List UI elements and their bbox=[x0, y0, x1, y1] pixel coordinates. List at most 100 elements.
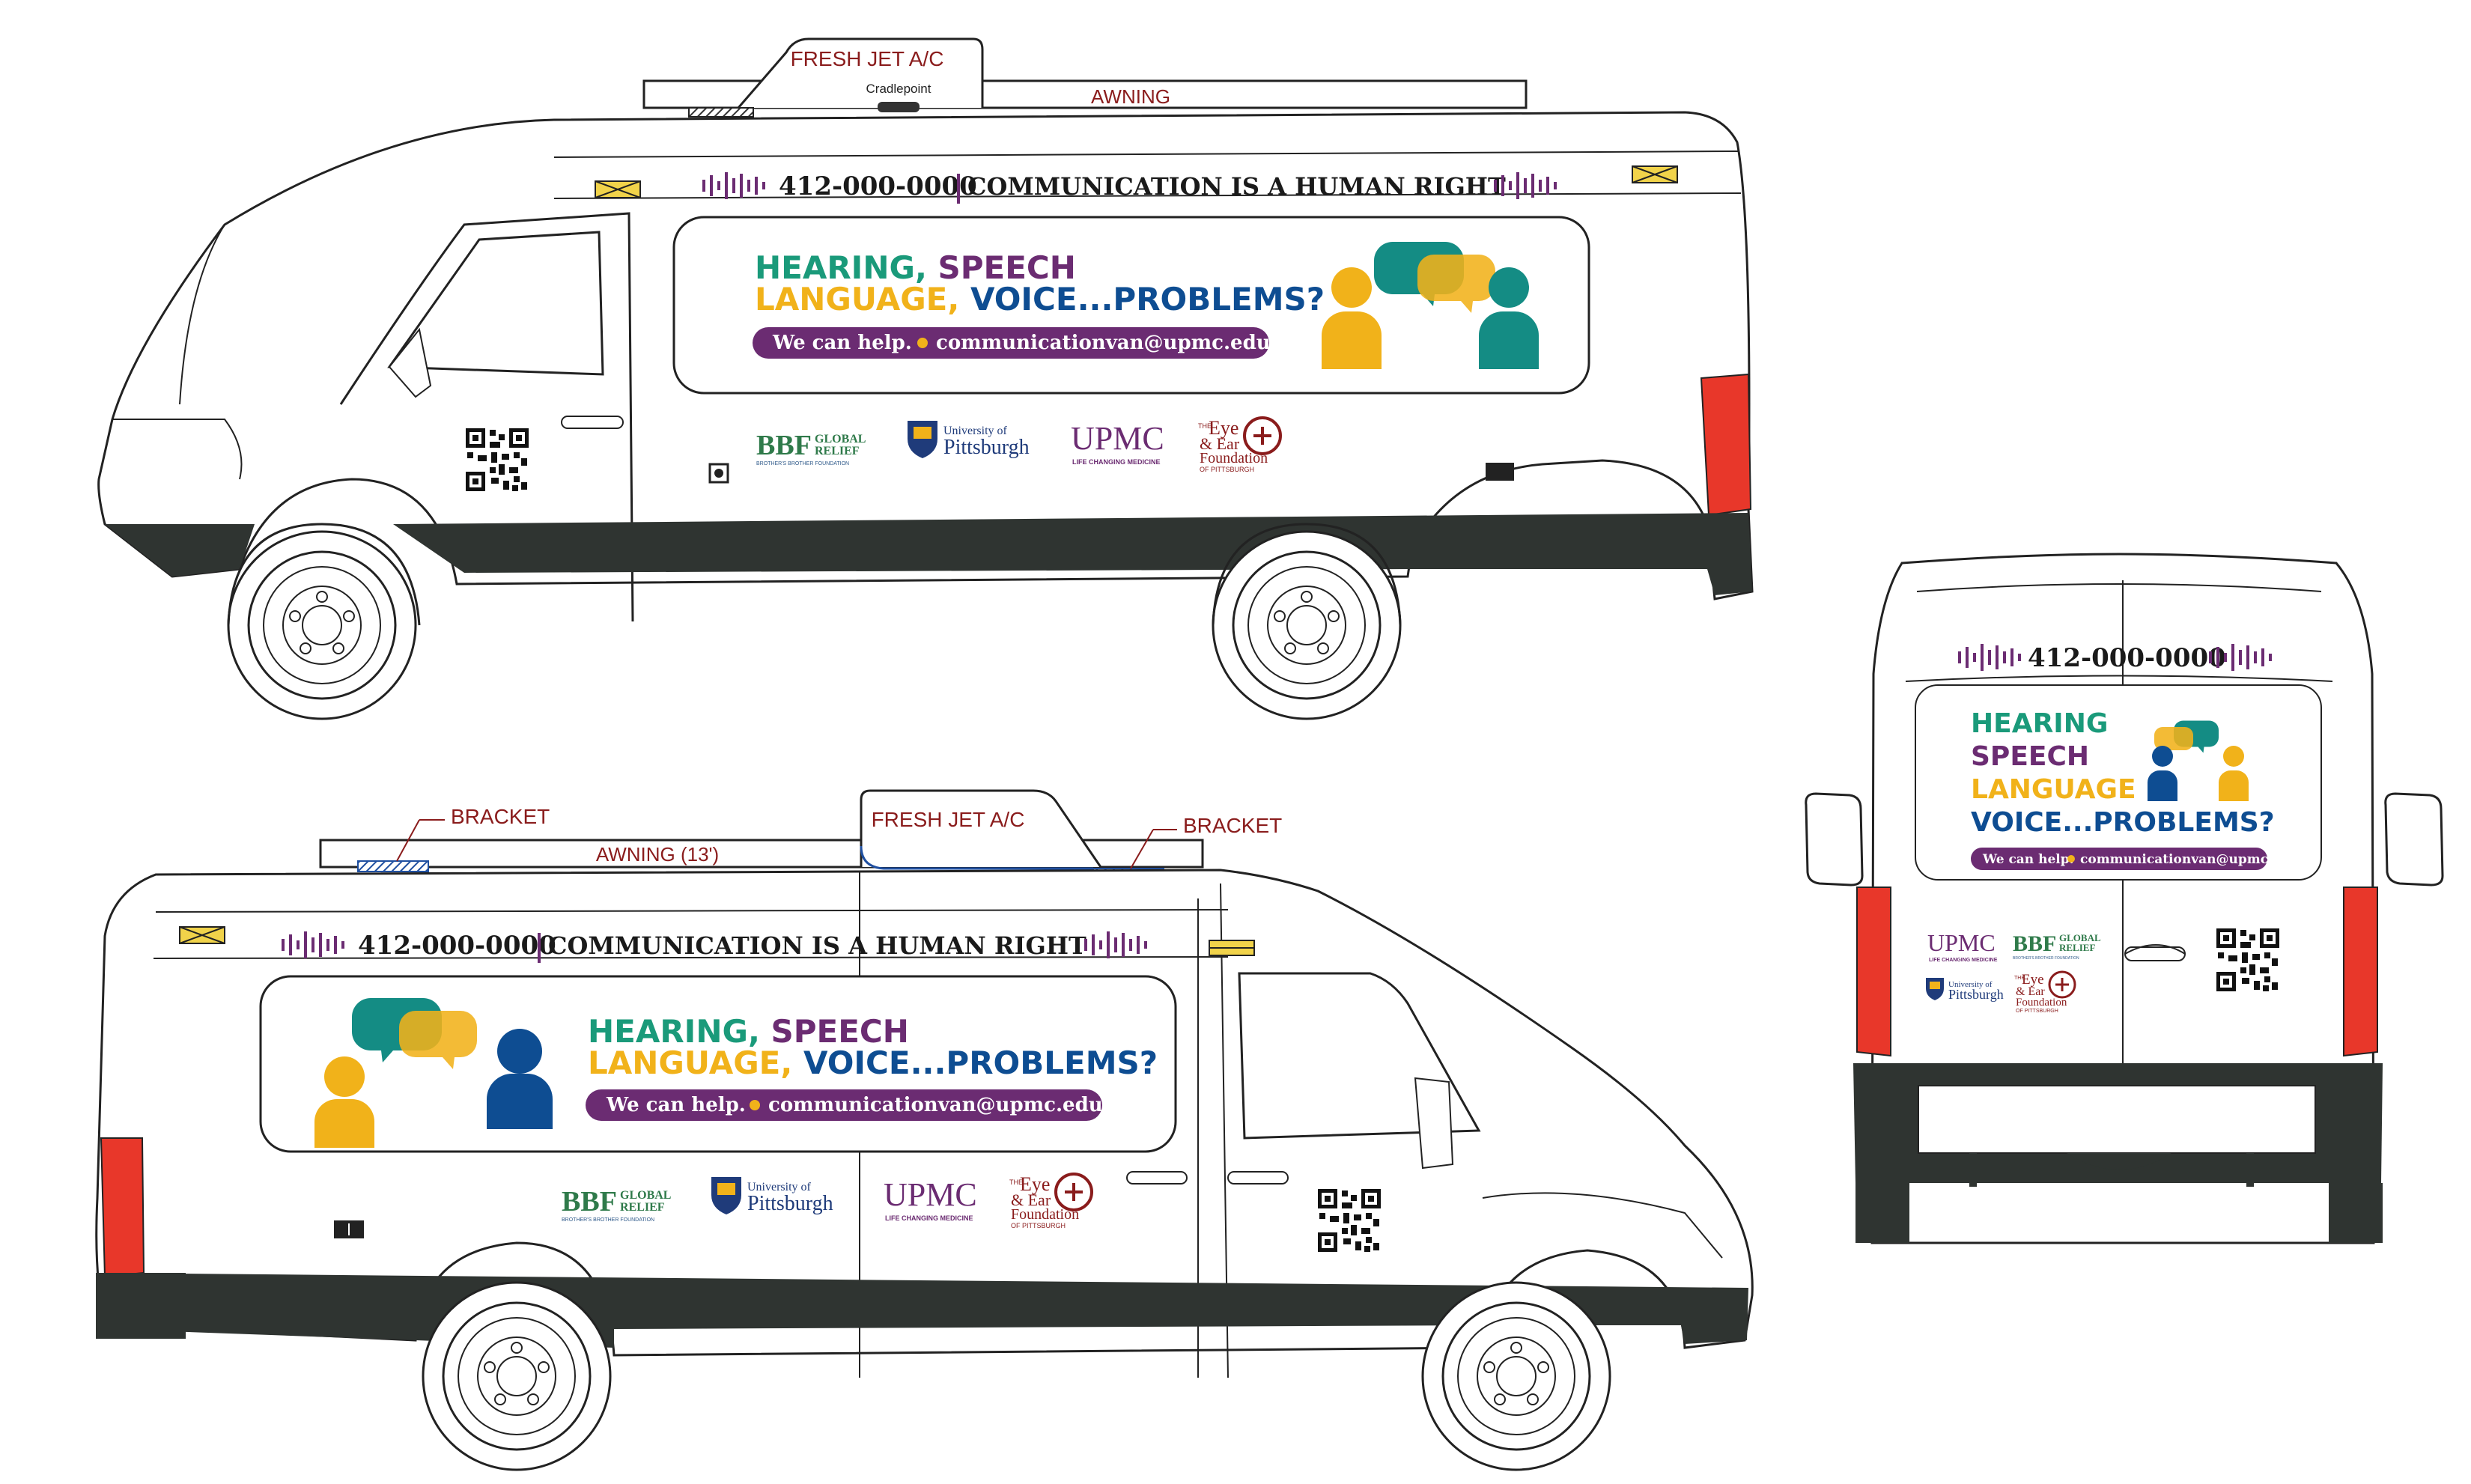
svg-text:& Ear: & Ear bbox=[1200, 434, 1240, 453]
phone-number-rear: 412-000-0000 bbox=[2028, 643, 2226, 673]
svg-text:LIFE CHANGING MEDICINE: LIFE CHANGING MEDICINE bbox=[1929, 958, 1998, 963]
people-chat-icon-top bbox=[1322, 242, 1539, 369]
svg-text:GLOBAL: GLOBAL bbox=[620, 1189, 671, 1202]
logo-pitt-bottom: University of Pittsburgh bbox=[711, 1177, 833, 1215]
logo-bbf-top: BBF GLOBAL RELIEF BROTHER'S BROTHER FOUN… bbox=[756, 430, 866, 466]
svg-text:Foundation: Foundation bbox=[2016, 997, 2067, 1009]
van-rear-view: 412-000-0000 HEARING SPEECH LANGUAGE VOI… bbox=[1805, 553, 2444, 1244]
svg-text:University of: University of bbox=[747, 1181, 812, 1193]
svg-text:UPMC: UPMC bbox=[884, 1176, 977, 1213]
van-side-view-bottom: BRACKET BRACKET AWNING (13') FRESH JET A… bbox=[95, 789, 1754, 1471]
logo-eye-ear-rear: THE Eye & Ear Foundation OF PITTSBURGH bbox=[2014, 970, 2076, 1014]
logo-upmc-top: UPMC LIFE CHANGING MEDICINE bbox=[1071, 420, 1164, 466]
svg-text:Eye: Eye bbox=[1209, 417, 1238, 439]
svg-text:& Ear: & Ear bbox=[2016, 985, 2045, 998]
svg-text:BBF: BBF bbox=[2013, 931, 2056, 956]
svg-text:THE: THE bbox=[1009, 1179, 1023, 1186]
svg-text:UPMC: UPMC bbox=[1071, 420, 1164, 457]
label-cradlepoint: Cradlepoint bbox=[866, 82, 931, 96]
rear-tail-light-right bbox=[2343, 887, 2378, 1057]
svg-text:& Ear: & Ear bbox=[1011, 1190, 1051, 1209]
svg-text:Pittsburgh: Pittsburgh bbox=[1948, 987, 2004, 1002]
logo-bbf-rear: BBF GLOBAL RELIEF BROTHER'S BROTHER FOUN… bbox=[2013, 931, 2101, 961]
svg-text:University of: University of bbox=[1948, 980, 1993, 989]
headline-line-2-top: LANGUAGE, VOICE...PROBLEMS? bbox=[755, 281, 1325, 317]
side-mirror-bottom bbox=[1414, 1077, 1454, 1170]
help-pill-top bbox=[753, 327, 1269, 359]
rear-mirror-left bbox=[1805, 792, 1864, 887]
phone-number-top: 412-000-0000 bbox=[779, 171, 977, 201]
svg-text:LIFE CHANGING MEDICINE: LIFE CHANGING MEDICINE bbox=[1072, 458, 1161, 466]
svg-text:OF PITTSBURGH: OF PITTSBURGH bbox=[2016, 1009, 2058, 1014]
van-side-view-top: FRESH JET A/C Cradlepoint AWNING 412-000… bbox=[97, 37, 1754, 720]
logo-pitt-top: University of Pittsburgh bbox=[908, 421, 1030, 459]
logo-upmc-rear: UPMC LIFE CHANGING MEDICINE bbox=[1927, 929, 1998, 963]
tail-light bbox=[1700, 373, 1752, 517]
svg-text:OF PITTSBURGH: OF PITTSBURGH bbox=[1011, 1222, 1066, 1229]
person-blue-bottom bbox=[487, 1029, 553, 1129]
label-awning-top: AWNING bbox=[1091, 85, 1170, 108]
svg-text:BROTHER'S BROTHER FOUNDATION: BROTHER'S BROTHER FOUNDATION bbox=[562, 1217, 654, 1223]
rear-line-3: LANGUAGE bbox=[1971, 774, 2136, 805]
rear-line-1: HEARING bbox=[1971, 708, 2108, 739]
front-window bbox=[387, 231, 604, 376]
svg-text:Pittsburgh: Pittsburgh bbox=[943, 436, 1030, 459]
rear-line-2: SPEECH bbox=[1971, 741, 2089, 772]
svg-text:UPMC: UPMC bbox=[1927, 929, 1996, 956]
svg-text:Eye: Eye bbox=[1020, 1173, 1050, 1195]
headline-line-1-top: HEARING, SPEECH bbox=[755, 249, 1076, 286]
label-bracket-right: BRACKET bbox=[1183, 814, 1282, 837]
label-awning-13: AWNING (13') bbox=[596, 843, 719, 866]
svg-text:RELIEF: RELIEF bbox=[620, 1201, 665, 1214]
svg-text:Foundation: Foundation bbox=[1200, 450, 1268, 466]
logo-upmc-bottom: UPMC LIFE CHANGING MEDICINE bbox=[884, 1176, 977, 1222]
rear-tail-light-left bbox=[1856, 887, 1891, 1057]
svg-text:BBF: BBF bbox=[756, 430, 812, 461]
logo-pitt-rear: University of Pittsburgh bbox=[1926, 978, 2004, 1002]
email-rear: communicationvan@upmc.edu bbox=[2080, 852, 2299, 867]
email-top: communicationvan@upmc.edu bbox=[936, 332, 1271, 354]
headline-line-2-bottom: LANGUAGE, VOICE...PROBLEMS? bbox=[588, 1044, 1158, 1081]
logo-eye-ear-bottom: THE Eye & Ear Foundation OF PITTSBURGH bbox=[1009, 1173, 1093, 1229]
headline-line-1-bottom: HEARING, SPEECH bbox=[588, 1013, 909, 1050]
phone-number-bottom: 412-000-0000 bbox=[358, 931, 556, 961]
ac-unit-top bbox=[737, 37, 984, 109]
svg-text:BROTHER'S BROTHER FOUNDATION: BROTHER'S BROTHER FOUNDATION bbox=[756, 461, 849, 466]
svg-text:GLOBAL: GLOBAL bbox=[815, 433, 866, 445]
rear-wrap-panel bbox=[1915, 684, 2322, 881]
svg-text:GLOBAL: GLOBAL bbox=[2059, 932, 2101, 943]
lower-trim bbox=[393, 513, 1752, 595]
label-fresh-jet-top: FRESH JET A/C bbox=[791, 47, 944, 70]
people-chat-icon-rear bbox=[2148, 720, 2249, 801]
svg-text:THE: THE bbox=[2014, 976, 2025, 981]
rear-line-4: VOICE...PROBLEMS? bbox=[1971, 807, 2275, 838]
rear-mirror-right bbox=[2384, 792, 2444, 887]
help-pill-rear bbox=[1971, 848, 2267, 870]
svg-text:Pittsburgh: Pittsburgh bbox=[747, 1192, 833, 1215]
email-bottom: communicationvan@upmc.edu bbox=[768, 1094, 1103, 1116]
slogan-bottom: COMMUNICATION IS A HUMAN RIGHT bbox=[548, 931, 1086, 960]
svg-text:THE: THE bbox=[1198, 422, 1212, 430]
help-text-top: We can help. bbox=[772, 332, 912, 354]
slogan-top: COMMUNICATION IS A HUMAN RIGHT bbox=[967, 172, 1506, 201]
label-fresh-jet-bottom: FRESH JET A/C bbox=[872, 808, 1025, 831]
tail-light-bottom bbox=[100, 1137, 145, 1278]
label-bracket-left: BRACKET bbox=[451, 805, 550, 828]
svg-text:LIFE CHANGING MEDICINE: LIFE CHANGING MEDICINE bbox=[885, 1214, 973, 1222]
svg-text:RELIEF: RELIEF bbox=[815, 445, 860, 457]
svg-text:University of: University of bbox=[943, 425, 1008, 437]
svg-text:RELIEF: RELIEF bbox=[2059, 942, 2095, 953]
help-pill-bottom bbox=[586, 1089, 1102, 1121]
svg-text:Foundation: Foundation bbox=[1011, 1206, 1079, 1223]
side-mirror bbox=[388, 327, 432, 398]
svg-text:BROTHER'S BROTHER FOUNDATION: BROTHER'S BROTHER FOUNDATION bbox=[2013, 956, 2079, 961]
logo-eye-ear-top: THE Eye & Ear Foundation OF PITTSBURGH bbox=[1198, 416, 1282, 473]
svg-text:OF PITTSBURGH: OF PITTSBURGH bbox=[1200, 466, 1254, 473]
ac-unit-bottom bbox=[860, 789, 1102, 868]
help-text-rear: We can help. bbox=[1982, 852, 2074, 867]
svg-text:BBF: BBF bbox=[562, 1186, 617, 1217]
svg-text:Eye: Eye bbox=[2022, 972, 2044, 988]
help-text-bottom: We can help. bbox=[606, 1094, 746, 1116]
logo-bbf-bottom: BBF GLOBAL RELIEF BROTHER'S BROTHER FOUN… bbox=[562, 1186, 671, 1223]
